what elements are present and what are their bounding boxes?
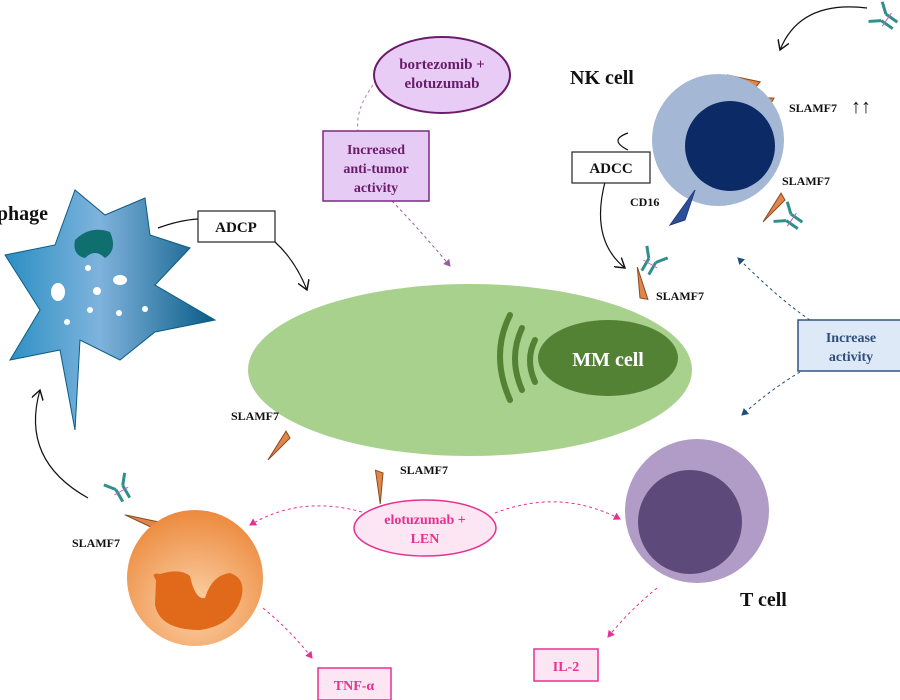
slamf7-label-mm-bottom: SLAMF7: [400, 463, 448, 477]
svg-text:elotuzumab: elotuzumab: [405, 76, 480, 92]
adcp-box: ADCP: [197, 210, 276, 243]
svg-text:elotuzumab +: elotuzumab +: [384, 513, 466, 528]
svg-text:activity: activity: [829, 350, 873, 365]
t-cell-label: T cell: [740, 589, 787, 611]
slamf7-label-mm-left: SLAMF7: [231, 409, 279, 423]
svg-text:ADCC: ADCC: [589, 161, 632, 177]
cd16-label: CD16: [630, 195, 659, 209]
adcp-arrow: [274, 241, 307, 290]
mm-cell-label: MM cell: [572, 349, 644, 371]
svg-text:Increase: Increase: [826, 331, 876, 346]
nk-cell-label: NK cell: [570, 67, 634, 89]
svg-text:TNF-α: TNF-α: [334, 679, 375, 694]
nk-cell: [652, 74, 784, 206]
il2-box: IL-2: [533, 648, 599, 682]
t-cell: [625, 439, 769, 583]
adcc-box: ADCC: [571, 151, 651, 184]
slamf7-label-mm-top: SLAMF7: [656, 289, 704, 303]
increased-anti-tumor-box: Increased anti-tumor activity: [322, 130, 430, 202]
svg-text:bortezomib +: bortezomib +: [399, 57, 485, 73]
mm-cell: MM cell: [248, 284, 692, 456]
elotuzumab-len-drug: elotuzumab + LEN: [353, 499, 497, 557]
svg-text:activity: activity: [354, 181, 398, 196]
slamf7-label-nk: SLAMF7: [782, 174, 830, 188]
bortezomib-elotuzumab-drug: bortezomib + elotuzumab: [373, 36, 511, 114]
slamf7-label-nk-other: SLAMF7: [72, 536, 120, 550]
svg-text:Increased: Increased: [347, 143, 405, 158]
macrophage-cell: [4, 189, 217, 431]
orange-cell: [127, 510, 263, 646]
svg-text:anti-tumor: anti-tumor: [343, 162, 408, 177]
cd16-receptor: [668, 189, 696, 226]
svg-text:LEN: LEN: [411, 532, 440, 547]
slamf7-label-nk-up: SLAMF7: [789, 101, 837, 115]
increase-activity-box: Increase activity: [797, 319, 900, 372]
tnf-alpha-box: TNF-α: [317, 667, 392, 700]
svg-text:IL-2: IL-2: [553, 660, 579, 675]
upregulation-arrows-icon: ↑↑: [851, 96, 871, 118]
macrophage-label: Macrophage: [0, 203, 48, 225]
svg-text:ADCP: ADCP: [215, 220, 257, 236]
